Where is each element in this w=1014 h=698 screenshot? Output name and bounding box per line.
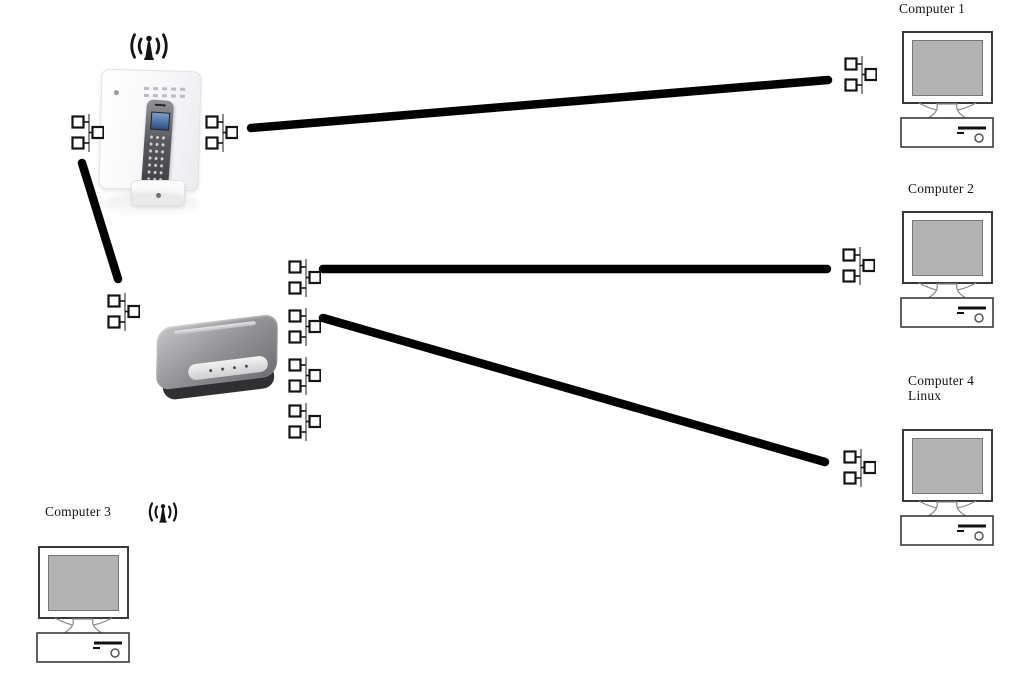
phone-keypad: [145, 133, 168, 181]
ethernet-adapter-icon: [106, 293, 140, 331]
ethernet-adapter-icon: [841, 247, 875, 285]
phone-earpiece: [154, 103, 166, 107]
router-led-panel: [143, 86, 190, 100]
dock-button: [156, 193, 161, 198]
computer3-node: Computer 3: [36, 503, 136, 673]
router-logo: [113, 90, 120, 96]
connection-line-switch-computer4: [318, 313, 830, 467]
ethernet-adapter-icon: [843, 56, 877, 94]
ethernet-adapter-icon: [842, 449, 876, 487]
connection-line-router-computer1: [246, 75, 833, 133]
wireless-router-device: [95, 62, 213, 220]
network-switch-device: [152, 313, 290, 406]
computer1-node: Computer 1: [898, 0, 998, 150]
computer1-label: Computer 1: [899, 1, 966, 16]
computer2-node: Computer 2: [898, 180, 998, 330]
desktop-computer-icon: [900, 211, 994, 328]
phone-dock: [131, 180, 185, 206]
computer4-node: Computer 4 Linux: [898, 372, 998, 552]
computer2-label: Computer 2: [908, 181, 975, 196]
ethernet-adapter-icon: [287, 308, 321, 346]
desktop-computer-icon: [36, 546, 130, 663]
phone-screen: [150, 111, 171, 131]
computer4-sublabel: Linux: [908, 388, 942, 403]
computer4-label: Computer 4: [908, 373, 975, 388]
ethernet-adapter-icon: [287, 403, 321, 441]
desktop-computer-icon: [900, 31, 994, 148]
wireless-signal-icon: [147, 500, 179, 524]
connection-line-router-switch: [77, 158, 123, 284]
ethernet-adapter-icon: [287, 259, 321, 297]
router-reflection: [103, 192, 199, 218]
wireless-signal-icon: [128, 31, 170, 61]
ethernet-adapter-icon: [204, 114, 238, 152]
ethernet-adapter-icon: [287, 357, 321, 395]
computer3-label: Computer 3: [45, 504, 112, 519]
desktop-computer-icon: [900, 429, 994, 546]
ethernet-adapter-icon: [70, 114, 104, 152]
